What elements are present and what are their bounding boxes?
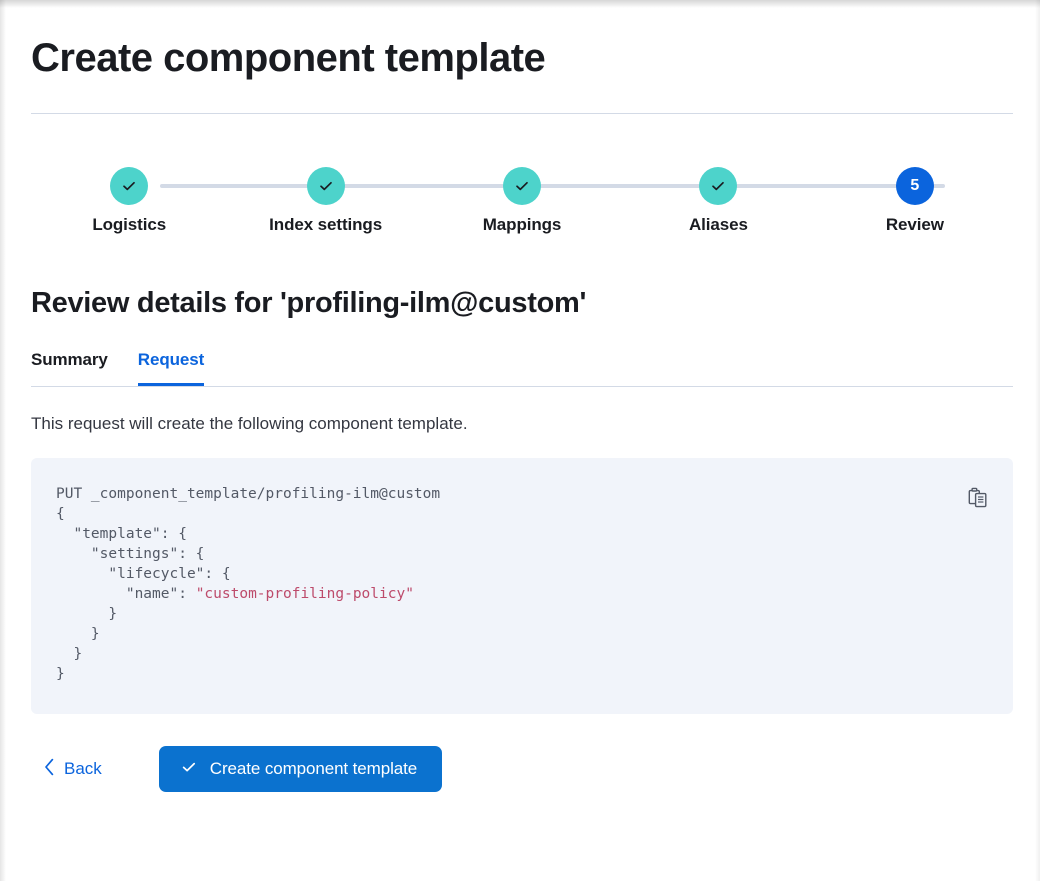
- stepper-label-aliases: Aliases: [689, 215, 748, 234]
- stepper-label-mappings: Mappings: [482, 215, 562, 234]
- create-component-template-button[interactable]: Create component template: [158, 746, 443, 792]
- stepper-step-aliases[interactable]: Aliases: [620, 167, 816, 235]
- stepper-label-logistics: Logistics: [92, 215, 167, 234]
- step-circle-aliases[interactable]: [699, 167, 738, 205]
- back-button-label: Back: [64, 759, 102, 778]
- page-content: Create component template Logistics: [31, 0, 1013, 792]
- step-circle-review[interactable]: 5: [895, 167, 934, 205]
- page-title: Create component template: [31, 36, 546, 80]
- check-icon: [513, 177, 531, 195]
- title-divider: [31, 113, 1013, 114]
- request-code-block: PUT _component_template/profiling-ilm@cu…: [31, 458, 1013, 714]
- back-button[interactable]: Back: [44, 758, 102, 781]
- step-circle-logistics[interactable]: [110, 167, 149, 205]
- check-icon: [120, 177, 138, 195]
- wizard-actions: Back Create component template: [31, 746, 1013, 792]
- stepper-label-index-settings: Index settings: [269, 215, 383, 234]
- stepper-step-index-settings[interactable]: Index settings: [227, 167, 423, 235]
- copy-clipboard-icon[interactable]: [965, 484, 991, 510]
- request-string-value: "custom-profiling-policy": [195, 586, 414, 602]
- stepper-step-mappings[interactable]: Mappings: [424, 167, 620, 235]
- check-icon: [709, 177, 727, 195]
- step-circle-mappings[interactable]: [503, 167, 542, 205]
- stepper-steps: Logistics Index settings: [31, 167, 1013, 235]
- check-icon: [317, 177, 335, 195]
- request-method-line: PUT _component_template/profiling-ilm@cu…: [56, 486, 441, 502]
- request-json-head: { "template": { "settings": { "lifecycle…: [56, 506, 231, 602]
- chevron-left-icon: [44, 758, 55, 781]
- step-circle-index-settings[interactable]: [306, 167, 345, 205]
- tab-strip: Summary Request: [31, 350, 1013, 386]
- create-button-label: Create component template: [209, 759, 418, 778]
- window-left-edge: [0, 0, 6, 881]
- tab-summary[interactable]: Summary: [31, 350, 108, 386]
- stepper-step-review[interactable]: 5 Review: [817, 167, 1013, 235]
- wizard-stepper: Logistics Index settings: [31, 167, 1013, 243]
- stepper-step-logistics[interactable]: Logistics: [31, 167, 227, 235]
- request-json-tail: } } } }: [56, 606, 118, 682]
- tab-request[interactable]: Request: [137, 350, 204, 386]
- review-heading: Review details for 'profiling-ilm@custom…: [31, 287, 587, 319]
- check-icon: [180, 758, 198, 781]
- window-right-edge: [1035, 0, 1040, 881]
- step-number-review: 5: [910, 177, 920, 194]
- stepper-track: [160, 184, 945, 188]
- request-description: This request will create the following c…: [31, 414, 468, 433]
- stepper-label-review: Review: [885, 215, 944, 234]
- request-code-text[interactable]: PUT _component_template/profiling-ilm@cu…: [56, 484, 989, 684]
- review-tabs: Summary Request: [31, 350, 1013, 387]
